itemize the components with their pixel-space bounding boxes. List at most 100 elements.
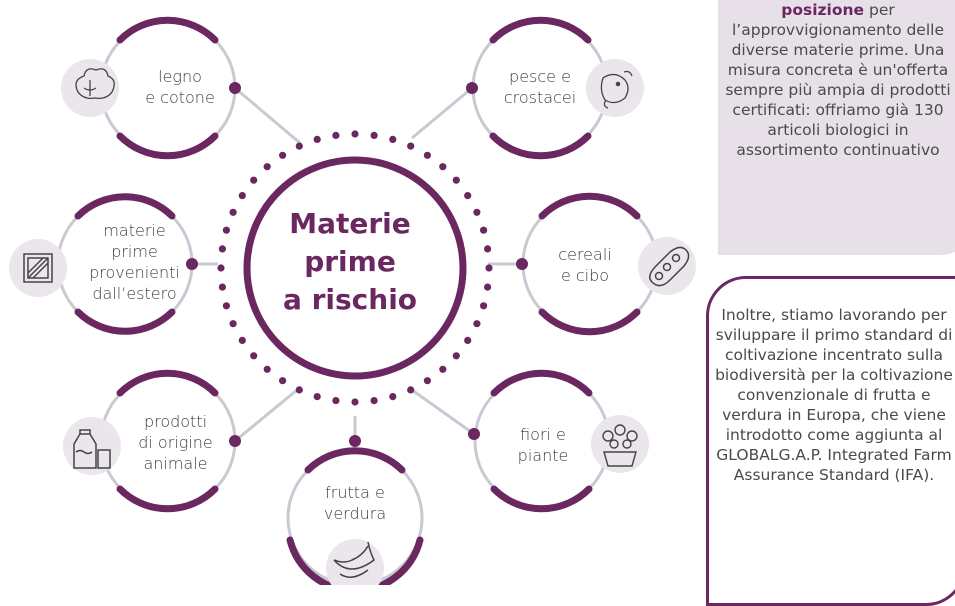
- category-fruit-arc-bottom: [286, 536, 424, 585]
- ring-dot: [473, 208, 481, 216]
- milk-icon: [73, 429, 111, 469]
- ring-dot: [313, 135, 321, 143]
- ring-dot: [222, 302, 230, 310]
- category-cereal-label-line2: e cibo: [560, 266, 610, 285]
- ring-dot: [295, 142, 303, 150]
- category-cereal: [516, 192, 696, 336]
- crate-icon: [23, 253, 53, 283]
- category-wood-arc-top: [116, 16, 219, 44]
- category-animal: [63, 369, 241, 513]
- info-panel-top-bold: posizione: [781, 1, 865, 19]
- category-fish-icon-bg: [586, 59, 644, 117]
- ring-dot: [295, 386, 303, 394]
- connector-fish: [411, 86, 473, 140]
- category-flowers-arc-bottom: [490, 485, 593, 513]
- info-panel-top: [718, 0, 955, 255]
- category-flowers-label-line2: piante: [517, 446, 569, 465]
- ring-dot: [279, 151, 287, 159]
- ring-dot: [423, 151, 431, 159]
- ring-dot: [229, 208, 237, 216]
- category-animal-arc-top: [116, 369, 219, 397]
- category-fish-label-line2: crostacei: [503, 88, 577, 107]
- center-title-line3: a rischio: [282, 283, 418, 316]
- ring-dot: [480, 302, 488, 310]
- ring-dot: [332, 131, 340, 139]
- ring-dot: [313, 393, 321, 401]
- raw-materials-diagram: [9, 16, 696, 585]
- category-fruit-label-line2: verdura: [323, 504, 387, 523]
- category-cereal-label-line1: cereali: [558, 245, 612, 264]
- category-fish-arc-top: [489, 16, 592, 44]
- category-flowers-dot: [468, 428, 480, 440]
- beans-icon: [649, 246, 690, 287]
- category-import-label: materie prime provenienti dall’estero: [82, 220, 187, 304]
- category-cereal-icon-bg: [638, 237, 696, 295]
- ring-dot: [452, 352, 460, 360]
- ring-dot: [370, 131, 378, 139]
- ring-dot: [332, 397, 340, 405]
- category-import-label-line2: prime: [111, 242, 158, 261]
- ring-dot: [279, 377, 287, 385]
- category-fish-dot: [466, 82, 478, 94]
- category-wood-label-line1: legno: [158, 67, 202, 86]
- category-flowers: [468, 369, 649, 513]
- category-fruit-arc-top: [304, 447, 406, 474]
- category-fruit-label-line1: frutta e: [325, 483, 385, 502]
- category-animal-label-line2: di origine: [138, 433, 213, 452]
- connector-wood: [234, 86, 301, 145]
- category-cereal-arc-top: [538, 192, 641, 220]
- category-wood-dot: [229, 82, 241, 94]
- category-import-dot: [186, 258, 198, 270]
- info-panel-bottom-text: Inoltre, stiamo lavorando per sviluppare…: [715, 306, 953, 484]
- ring-dot: [370, 397, 378, 405]
- center-title-line2: prime: [304, 245, 396, 278]
- category-fruit-dot: [349, 435, 361, 447]
- ring-dot: [389, 393, 397, 401]
- ring-dot: [217, 264, 225, 272]
- flower-pot-icon: [602, 424, 638, 467]
- category-fish-label-line1: pesce e: [509, 67, 571, 86]
- category-cereal-arc-bottom: [538, 308, 641, 336]
- category-fish-label: pesce e crostacei: [495, 66, 585, 108]
- category-flowers-label: fiori e piante: [503, 424, 583, 466]
- info-panel-top-body: per l’approvvigionamento delle diverse m…: [725, 1, 951, 159]
- ring-dot: [263, 163, 271, 171]
- ring-dot: [407, 386, 415, 394]
- category-fruit-label: frutta e verdura: [310, 482, 400, 524]
- connector-animal: [234, 388, 298, 443]
- category-flowers-arc-top: [490, 369, 593, 397]
- ring-dot: [464, 336, 472, 344]
- category-import-arc-top: [74, 193, 176, 220]
- ring-dot: [238, 336, 246, 344]
- category-import-arc-bottom: [74, 308, 176, 335]
- ring-dot: [452, 176, 460, 184]
- category-wood-label-line2: e cotone: [145, 88, 215, 107]
- ring-dot: [238, 192, 246, 200]
- category-cereal-label: cereali e cibo: [545, 244, 625, 286]
- center-circle: [243, 156, 467, 380]
- ring-dot: [250, 176, 258, 184]
- category-animal-arc-bottom: [116, 485, 219, 513]
- category-import-label-line1: materie: [103, 221, 166, 240]
- category-wood-arc-bottom: [116, 132, 219, 160]
- category-import-label-line3: provenienti: [89, 263, 180, 282]
- category-animal-label-line3: animale: [143, 454, 208, 473]
- ring-dot: [218, 245, 226, 253]
- category-animal-label-line1: prodotti: [143, 412, 208, 431]
- category-animal-icon-bg: [63, 417, 121, 475]
- category-wood: [61, 16, 241, 160]
- center-title-line1: Materie: [289, 207, 411, 240]
- ring-dot: [485, 264, 493, 272]
- category-fish: [466, 16, 644, 160]
- ring-dot: [250, 352, 258, 360]
- ring-dot: [229, 320, 237, 328]
- bananas-icon: [333, 541, 375, 578]
- ring-dot: [439, 365, 447, 373]
- ring-dot: [351, 398, 359, 406]
- category-import-label-line4: dall’estero: [92, 284, 177, 303]
- ring-dot: [351, 130, 359, 138]
- category-fish-arc-bottom: [489, 132, 592, 160]
- ring-dot: [263, 365, 271, 373]
- category-import: [9, 193, 198, 335]
- ring-dot: [222, 226, 230, 234]
